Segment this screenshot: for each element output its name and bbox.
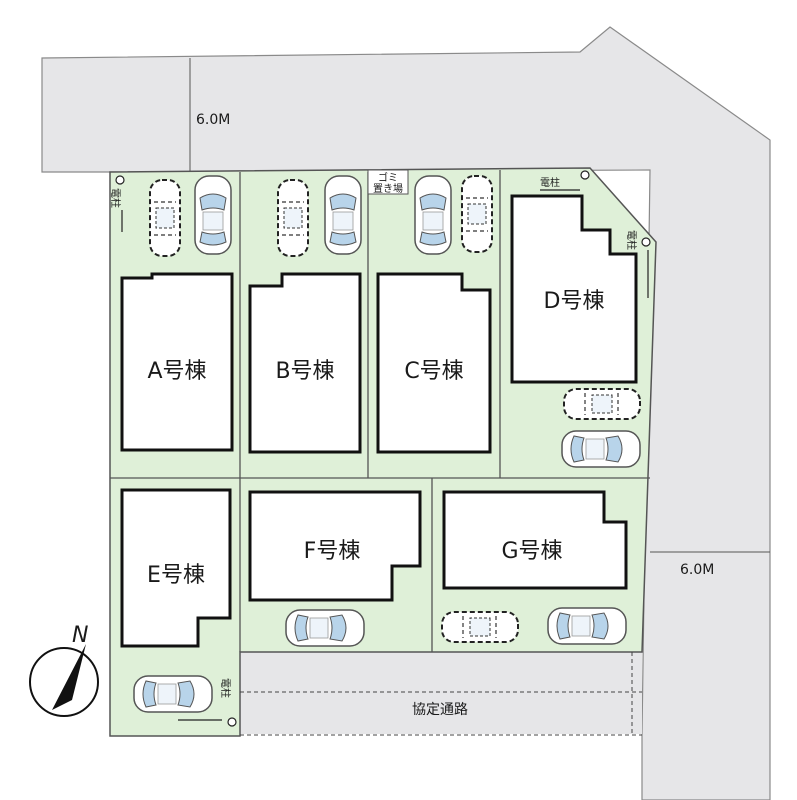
utility-pole-label-sw: 電柱 xyxy=(219,678,232,698)
car-d-1 xyxy=(563,388,641,420)
road-width-north: 6.0M xyxy=(196,112,230,128)
building-footprints xyxy=(120,194,638,648)
building-e xyxy=(120,488,232,648)
car-f-1 xyxy=(285,609,365,647)
building-b-label: B号棟 xyxy=(275,359,334,384)
utility-poles xyxy=(115,170,651,727)
building-c xyxy=(376,272,492,454)
pole-icon xyxy=(115,175,125,185)
car-e-1 xyxy=(133,675,213,713)
car-g-1 xyxy=(441,611,519,643)
garbage-area-label-line1: ゴミ xyxy=(378,171,398,184)
car-b-2 xyxy=(324,175,362,255)
building-a-label: A号棟 xyxy=(147,359,206,384)
compass-needle-icon xyxy=(52,644,86,710)
building-b xyxy=(248,272,362,454)
utility-pole-label-e: 電柱 xyxy=(625,230,638,250)
car-g-2 xyxy=(547,607,627,645)
car-c-2 xyxy=(461,175,493,253)
building-c-label: C号棟 xyxy=(404,359,463,384)
car-a-1 xyxy=(149,179,181,257)
building-d-label: D号棟 xyxy=(544,289,605,314)
building-a xyxy=(120,272,234,452)
compass-n-label: N xyxy=(72,623,88,648)
private-road-boundary xyxy=(240,652,642,736)
private-road xyxy=(240,652,642,734)
building-f xyxy=(248,490,422,602)
building-f-label: F号棟 xyxy=(304,539,361,564)
garbage-area xyxy=(367,169,409,195)
private-road-label: 協定通路 xyxy=(412,702,468,718)
utility-pole-label-nw: 電柱 xyxy=(109,188,122,208)
car-d-2 xyxy=(561,430,641,468)
garbage-area-label-line2: 置き場 xyxy=(373,182,403,195)
utility-pole-label-ne: 電柱 xyxy=(540,176,560,189)
compass-circle xyxy=(29,647,99,717)
road-width-east: 6.0M xyxy=(680,562,714,578)
pole-icon xyxy=(227,717,237,727)
pole-icon xyxy=(641,237,651,247)
car-c-1 xyxy=(414,175,452,255)
building-d xyxy=(510,194,638,384)
building-g xyxy=(442,490,628,590)
building-e-label: E号棟 xyxy=(147,563,205,588)
lot-lines xyxy=(110,170,650,652)
car-a-2 xyxy=(194,175,232,255)
north-compass: N xyxy=(29,623,99,717)
building-g-label: G号棟 xyxy=(501,539,562,564)
pole-icon xyxy=(580,170,590,180)
car-b-1 xyxy=(277,179,309,257)
